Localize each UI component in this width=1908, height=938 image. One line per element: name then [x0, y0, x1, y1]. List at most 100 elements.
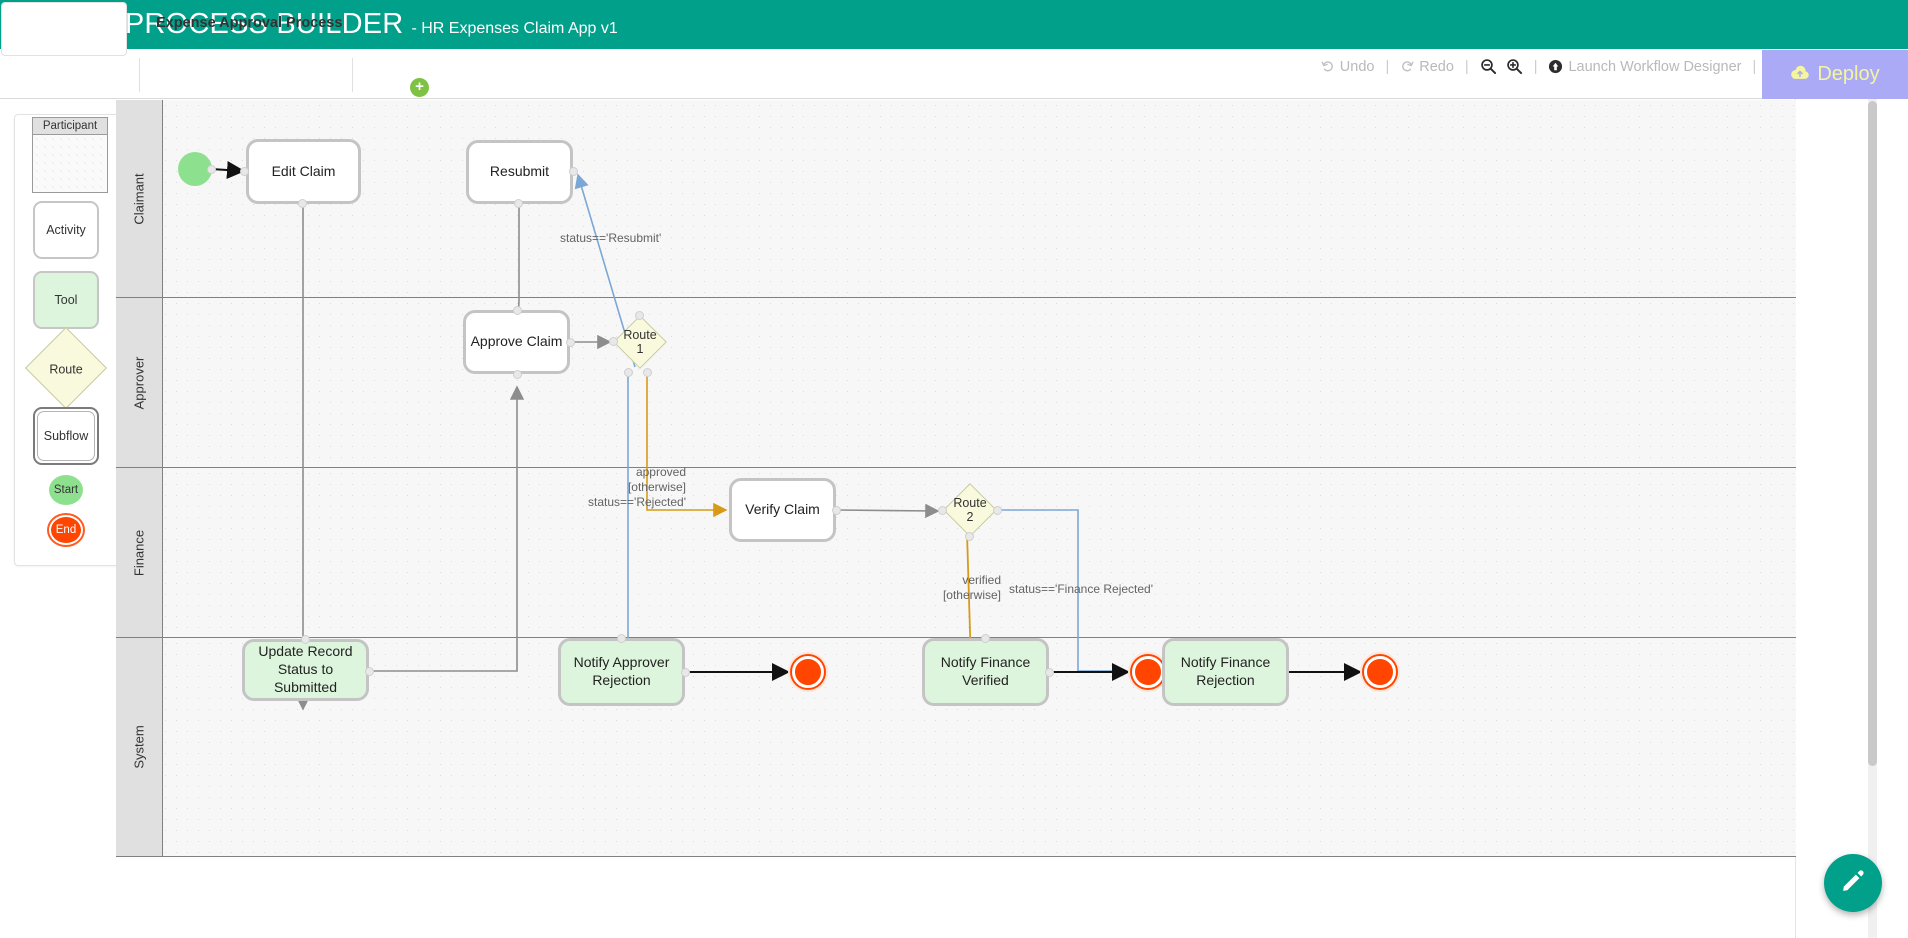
- swimlane-body-claimant[interactable]: [163, 100, 1796, 297]
- port-route-1-in[interactable]: [609, 337, 618, 346]
- swimlane-label-finance: Finance: [131, 529, 147, 576]
- node-update-record-status[interactable]: Update Record Status to Submitted: [242, 639, 369, 701]
- palette-subflow-label: Subflow: [37, 411, 95, 461]
- zoom-in-icon: [1506, 58, 1523, 75]
- diagram-canvas[interactable]: Claimant Approver Finance System: [116, 99, 1796, 938]
- port-verify-claim-out[interactable]: [832, 506, 841, 515]
- port-notify-approver-rejection-out[interactable]: [681, 668, 690, 677]
- node-start-event[interactable]: [178, 152, 212, 186]
- deploy-label: Deploy: [1817, 63, 1880, 85]
- node-end-event-finance-rejection[interactable]: [1364, 656, 1396, 688]
- node-route-2[interactable]: Route 2: [943, 483, 997, 537]
- edge-label-route2-finance-rejected: status=='Finance Rejected': [1009, 582, 1153, 596]
- zoom-out-button[interactable]: [1480, 58, 1497, 75]
- node-approve-claim[interactable]: Approve Claim: [463, 310, 570, 374]
- port-start-out[interactable]: [207, 165, 216, 174]
- update-record-line3: Submitted: [273, 678, 338, 695]
- app-subtitle: - HR Expenses Claim App v1: [411, 19, 618, 37]
- port-update-record-out[interactable]: [365, 667, 374, 676]
- canvas-vertical-scrollbar[interactable]: [1868, 99, 1877, 938]
- diagram-canvas-viewport[interactable]: Claimant Approver Finance System: [116, 99, 1908, 938]
- port-update-record-in[interactable]: [301, 635, 310, 644]
- node-end-event-finance[interactable]: [1132, 656, 1164, 688]
- notify-finance-verified-line1: Notify Finance: [940, 654, 1031, 671]
- swimlane-body-approver[interactable]: [163, 298, 1796, 467]
- port-route-2-out-bottom[interactable]: [965, 532, 974, 541]
- update-record-line2: Status to: [277, 661, 334, 678]
- port-route-1-out-right[interactable]: [643, 368, 652, 377]
- palette-item-route[interactable]: Route: [24, 326, 108, 410]
- palette-item-end[interactable]: End: [49, 515, 83, 545]
- tab-expense-approval-process[interactable]: Expense Approval Process: [156, 15, 343, 31]
- swimlane-approver[interactable]: Approver: [116, 298, 1796, 468]
- swimlane-label-approver: Approver: [131, 356, 147, 409]
- swimlane-header-system[interactable]: System: [116, 638, 163, 856]
- app-header: joget PROCESS BUILDER - HR Expenses Clai…: [0, 0, 1908, 49]
- zoom-in-button[interactable]: [1506, 58, 1523, 75]
- port-route-1-top[interactable]: [635, 311, 644, 320]
- port-notify-finance-verified-out[interactable]: [1045, 668, 1054, 677]
- notify-finance-verified-line2: Verified: [962, 672, 1009, 688]
- launch-workflow-designer-button[interactable]: Launch Workflow Designer: [1548, 59, 1741, 75]
- palette-item-start[interactable]: Start: [49, 475, 83, 505]
- launch-icon: [1548, 59, 1563, 74]
- node-label-notify-approver-rejection: Notify Approver Rejection: [574, 654, 670, 690]
- node-verify-claim[interactable]: Verify Claim: [729, 478, 836, 542]
- port-approve-claim-in-top[interactable]: [513, 306, 522, 315]
- node-label-resubmit: Resubmit: [489, 163, 550, 180]
- port-approve-claim-in-bottom[interactable]: [513, 370, 522, 379]
- port-route-2-out-right[interactable]: [993, 506, 1002, 515]
- node-notify-finance-rejection[interactable]: Notify Finance Rejection: [1162, 638, 1289, 706]
- canvas-scrollbar-thumb[interactable]: [1868, 101, 1877, 766]
- palette-item-subflow[interactable]: Subflow: [33, 407, 99, 465]
- notify-finance-rejection-line2: Rejection: [1196, 672, 1255, 688]
- swimlane-header-approver[interactable]: Approver: [116, 298, 163, 467]
- tabstrip-divider-right: [352, 58, 353, 92]
- swimlane-header-claimant[interactable]: Claimant: [116, 100, 163, 297]
- node-label-verify-claim: Verify Claim: [745, 501, 820, 518]
- port-edit-claim-out[interactable]: [298, 199, 307, 208]
- tabstrip-divider-left: [139, 58, 140, 92]
- edit-fab-button[interactable]: [1824, 854, 1882, 912]
- node-edit-claim[interactable]: Edit Claim: [246, 139, 361, 204]
- node-notify-finance-verified[interactable]: Notify Finance Verified: [922, 638, 1049, 706]
- node-notify-approver-rejection[interactable]: Notify Approver Rejection: [558, 638, 685, 706]
- edge-label-route1-rejected: status=='Rejected': [588, 495, 686, 509]
- route-1-line2: 1: [636, 342, 644, 356]
- shape-palette: Participant Activity Tool Route Subflow …: [14, 114, 124, 566]
- swimlane-header-finance[interactable]: Finance: [116, 468, 163, 637]
- toolbar-sep-2: |: [1464, 58, 1469, 75]
- edge-label-resubmit-condition: status=='Resubmit': [560, 231, 662, 245]
- page-title: PROCESS BUILDER: [124, 8, 404, 40]
- edge-label-route2-otherwise: [otherwise]: [942, 588, 1001, 602]
- redo-label: Redo: [1419, 58, 1454, 75]
- port-route-2-in[interactable]: [938, 506, 947, 515]
- toolbar-sep-3: |: [1533, 58, 1538, 75]
- port-approve-claim-out[interactable]: [566, 338, 575, 347]
- swimlane-claimant[interactable]: Claimant: [116, 100, 1796, 298]
- edge-label-route1-otherwise: [otherwise]: [627, 480, 686, 494]
- port-notify-approver-rejection-in[interactable]: [617, 634, 626, 643]
- zoom-out-icon: [1480, 58, 1497, 75]
- redo-button[interactable]: Redo: [1400, 59, 1454, 75]
- node-resubmit[interactable]: Resubmit: [466, 140, 573, 204]
- deploy-button[interactable]: Deploy: [1762, 50, 1908, 99]
- node-label-route-1: Route 1: [623, 328, 656, 356]
- launch-workflow-designer-label: Launch Workflow Designer: [1568, 58, 1742, 75]
- palette-item-tool[interactable]: Tool: [33, 271, 99, 329]
- undo-button[interactable]: Undo: [1321, 59, 1374, 75]
- port-route-1-out-left[interactable]: [624, 368, 633, 377]
- port-resubmit-out[interactable]: [514, 199, 523, 208]
- port-edit-claim-in[interactable]: [240, 167, 249, 176]
- node-end-event-approver-rejection[interactable]: [792, 656, 824, 688]
- toolbar-sep-4: |: [1752, 58, 1757, 75]
- node-route-1[interactable]: Route 1: [613, 315, 667, 369]
- port-notify-finance-verified-in[interactable]: [981, 634, 990, 643]
- port-resubmit-in[interactable]: [569, 167, 578, 176]
- route-2-line2: 2: [966, 510, 974, 524]
- edge-label-route1-approved: approved: [635, 465, 686, 479]
- add-process-button[interactable]: +: [410, 78, 429, 97]
- cloud-upload-icon: [1790, 63, 1810, 86]
- palette-item-participant[interactable]: Participant: [32, 117, 108, 193]
- palette-item-activity[interactable]: Activity: [33, 201, 99, 259]
